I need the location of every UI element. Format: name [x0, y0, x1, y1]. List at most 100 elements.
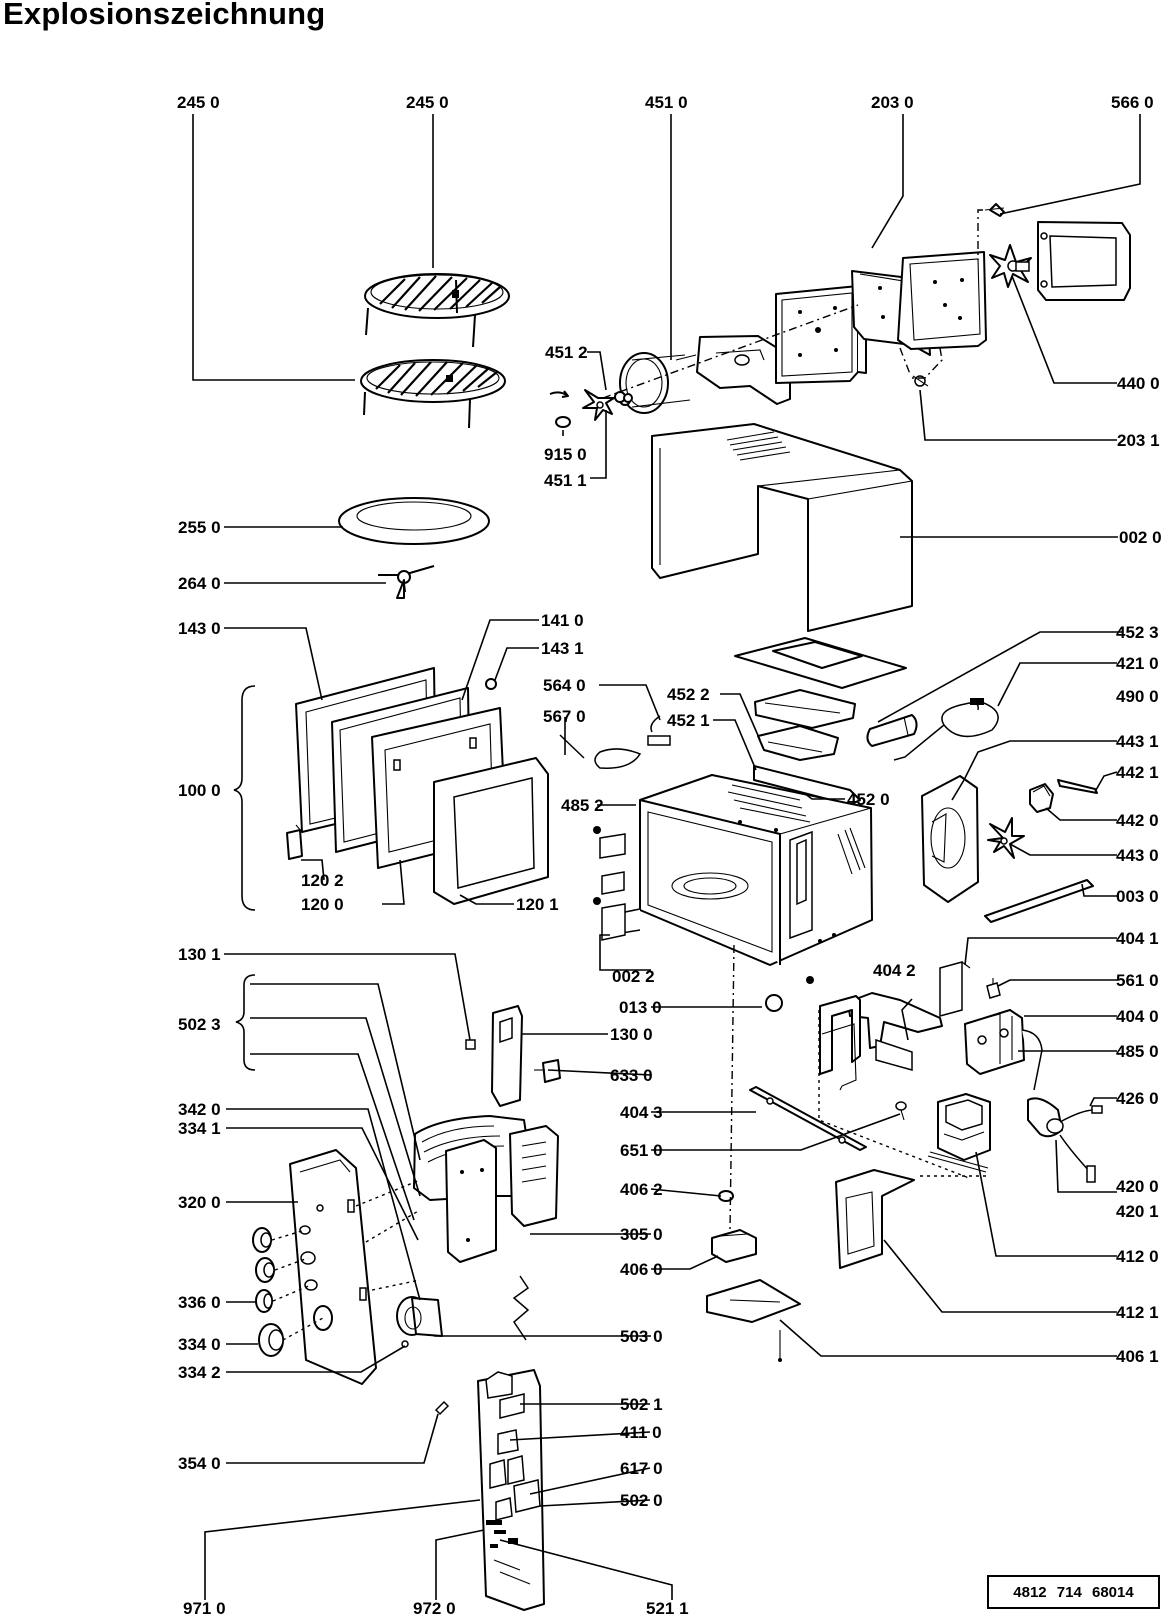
- brace-switch-group: [235, 974, 256, 1071]
- cooling-fan: [987, 817, 1025, 859]
- label-404-3: 404 3: [620, 1103, 663, 1122]
- label-502-0: 502 0: [620, 1491, 663, 1510]
- interlock-switch-cable: [559, 715, 671, 769]
- label-203-1: 203 1: [1117, 431, 1160, 450]
- label-502-1: 502 1: [620, 1395, 663, 1414]
- door-screw: [485, 678, 497, 690]
- door-choke-cover: [433, 757, 549, 905]
- magnetron: [964, 1009, 1043, 1091]
- label-120-2: 120 2: [301, 871, 344, 890]
- label-013-0: 013 0: [619, 998, 662, 1017]
- label-143-1: 143 1: [541, 639, 584, 658]
- turntable-motor-plate: [706, 1279, 801, 1362]
- heater-element: [897, 251, 987, 350]
- label-420-0: 420 0: [1116, 1177, 1159, 1196]
- label-485-2: 485 2: [561, 796, 604, 815]
- transformer-bracket: [847, 992, 943, 1071]
- label-120-0: 120 0: [301, 895, 344, 914]
- stirrer-motor-ring: [614, 352, 691, 414]
- label-404-1: 404 1: [1116, 929, 1159, 948]
- part-labels: 245 0 245 0 451 0 203 0 566 0 451 2 915 …: [177, 93, 1162, 1617]
- label-406-1: 406 1: [1116, 1347, 1159, 1366]
- label-130-0: 130 0: [610, 1025, 653, 1044]
- label-404-2: 404 2: [873, 961, 916, 980]
- label-502-3: 502 3: [178, 1015, 221, 1034]
- oven-rack-lower: [360, 359, 506, 429]
- hv-transformer: [927, 1093, 991, 1173]
- microswitch-633: [534, 1059, 561, 1083]
- power-cable: [893, 698, 999, 761]
- leader-lines: [192, 114, 1141, 1600]
- label-452-1: 452 1: [667, 711, 710, 730]
- label-203-0: 203 0: [871, 93, 914, 112]
- cabinet-rail-left: [819, 995, 861, 1091]
- label-354-0: 354 0: [178, 1454, 221, 1473]
- mounting-rail: [753, 765, 861, 806]
- label-440-0: 440 0: [1117, 374, 1160, 393]
- mica-plate: [754, 689, 856, 729]
- part-drawings: [252, 203, 1131, 1611]
- label-971-0: 971 0: [183, 1599, 226, 1617]
- switch-bracket: [465, 1005, 523, 1107]
- heater-fan: [989, 244, 1032, 288]
- fan-housing: [921, 775, 979, 903]
- label-412-0: 412 0: [1116, 1247, 1159, 1266]
- drive-coupler: [711, 1190, 757, 1263]
- label-561-0: 561 0: [1116, 971, 1159, 990]
- heater-cover-frame: [1037, 221, 1131, 301]
- label-485-0: 485 0: [1116, 1042, 1159, 1061]
- label-320-0: 320 0: [178, 1193, 221, 1212]
- rotation-arrow: [549, 390, 569, 398]
- label-100-0: 100 0: [178, 781, 221, 800]
- outer-cabinet: [651, 423, 913, 632]
- label-264-0: 264 0: [178, 574, 221, 593]
- sensor-spring: [512, 1275, 530, 1341]
- label-521-1: 521 1: [646, 1599, 689, 1617]
- label-452-2: 452 2: [667, 685, 710, 704]
- label-002-2: 002 2: [612, 967, 655, 986]
- label-443-0: 443 0: [1116, 846, 1159, 865]
- mounting-guide-lines: [818, 1010, 990, 1179]
- label-334-1: 334 1: [178, 1119, 221, 1138]
- hv-diode-bracket: [835, 1169, 915, 1269]
- label-245-0-a: 245 0: [177, 93, 220, 112]
- label-451-0: 451 0: [645, 93, 688, 112]
- label-411-0: 411 0: [620, 1423, 662, 1442]
- fan-motor: [1029, 783, 1054, 813]
- heater-assembly-axis: [899, 209, 983, 379]
- turntable-plate: [338, 497, 490, 545]
- label-143-0: 143 0: [178, 619, 221, 638]
- label-420-1: 420 1: [1116, 1202, 1159, 1221]
- panel-screw: [434, 1400, 450, 1416]
- screw-485: [806, 976, 814, 984]
- waveguide-cover: [734, 637, 907, 689]
- label-255-0: 255 0: [178, 518, 221, 537]
- interlock-switch-stack: [413, 1115, 559, 1263]
- label-245-0-b: 245 0: [406, 93, 449, 112]
- label-141-0: 141 0: [541, 611, 584, 630]
- roller-support: [378, 565, 435, 599]
- label-564-0: 564 0: [543, 676, 586, 695]
- label-406-0: 406 0: [620, 1260, 663, 1279]
- screw-651: [895, 1101, 907, 1121]
- brace-door-assembly: [233, 685, 256, 911]
- label-334-0: 334 0: [178, 1335, 221, 1354]
- magnetron-bracket: [939, 961, 971, 1017]
- label-633-0: 633 0: [610, 1066, 653, 1085]
- label-503-0: 503 0: [620, 1327, 663, 1346]
- label-404-0: 404 0: [1116, 1007, 1159, 1026]
- label-305-0: 305 0: [620, 1225, 663, 1244]
- label-490-0: 490 0: [1116, 687, 1159, 706]
- support-bar: [749, 1086, 867, 1151]
- panel-guide-lines: [355, 1179, 421, 1291]
- label-421-0: 421 0: [1116, 654, 1159, 673]
- label-972-0: 972 0: [413, 1599, 456, 1617]
- label-426-0: 426 0: [1116, 1089, 1159, 1108]
- label-566-0: 566 0: [1111, 93, 1154, 112]
- label-412-1: 412 1: [1116, 1303, 1159, 1322]
- label-567-0: 567 0: [543, 707, 586, 726]
- thermal-fuse: [986, 978, 1001, 999]
- timer-motor: [396, 1296, 443, 1348]
- document-number: 4812 714 68014: [1013, 1584, 1134, 1601]
